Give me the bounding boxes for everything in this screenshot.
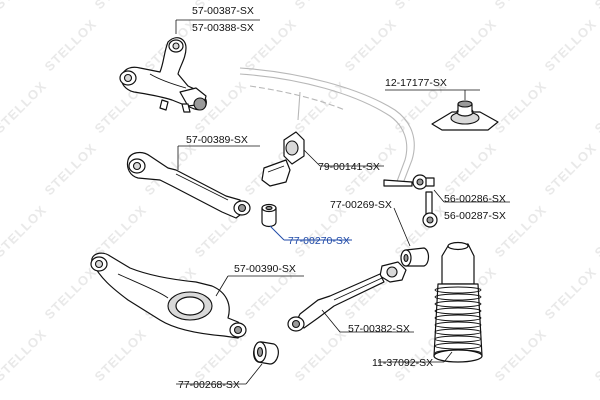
- lateral-link: [126, 151, 251, 219]
- toe-link: [287, 261, 407, 332]
- stabilizer-bar-ghost: [239, 67, 415, 187]
- label-57-00389-SX: 57-00389-SX: [186, 134, 248, 146]
- lower-control-arm: [90, 252, 247, 339]
- watermark-text: STELLOX: [292, 0, 350, 12]
- dust-boot-rib: [434, 307, 482, 315]
- label-12-17177-SX: 12-17177-SX: [385, 77, 447, 89]
- upper-control-arm: [119, 37, 207, 113]
- watermark-text: STELLOX: [492, 78, 550, 136]
- label-79-00141-SX: 79-00141-SX: [318, 161, 380, 173]
- watermark-text: STELLOX: [592, 326, 600, 384]
- watermark-text: STELLOX: [292, 326, 350, 384]
- arm-bushing: [253, 341, 279, 365]
- watermark-text: STELLOX: [492, 326, 550, 384]
- label-77-00268-SX: 77-00268-SX: [178, 379, 240, 391]
- watermark-text: STELLOX: [42, 140, 100, 198]
- watermark-text: STELLOX: [542, 140, 600, 198]
- bushing-77-00270: [261, 203, 277, 228]
- dust-boot-rib: [434, 335, 482, 343]
- watermark-text: STELLOX: [442, 140, 500, 198]
- watermark-text: STELLOX: [0, 202, 49, 260]
- dust-boot-rib: [434, 314, 482, 322]
- label-77-00270-SX: 77-00270-SX: [288, 235, 350, 247]
- watermark-text: STELLOX: [92, 0, 150, 12]
- dust-boot: [433, 241, 483, 363]
- watermark-text: STELLOX: [392, 0, 450, 12]
- label-56-00287-SX: 56-00287-SX: [444, 210, 506, 222]
- dust-boot-rib: [434, 328, 482, 336]
- link-bushing: [400, 247, 430, 267]
- watermark-text: STELLOX: [542, 264, 600, 322]
- watermark-text: STELLOX: [42, 16, 100, 74]
- dust-boot-rib: [434, 342, 482, 350]
- watermark-text: STELLOX: [592, 0, 600, 12]
- watermark-text: STELLOX: [0, 78, 49, 136]
- watermark-text: STELLOX: [0, 0, 49, 12]
- dust-boot-rib: [434, 286, 482, 294]
- watermark-text: STELLOX: [42, 264, 100, 322]
- watermark-text: STELLOX: [492, 0, 550, 12]
- label-57-00388-SX: 57-00388-SX: [192, 22, 254, 34]
- stabilizer-link: [383, 174, 438, 228]
- watermark-text: STELLOX: [542, 16, 600, 74]
- watermark-text: STELLOX: [92, 202, 150, 260]
- label-77-00269-SX: 77-00269-SX: [330, 199, 392, 211]
- strut-mount: [431, 100, 499, 131]
- watermark-text: STELLOX: [0, 326, 49, 384]
- watermark-text: STELLOX: [442, 16, 500, 74]
- dust-boot-rib: [434, 300, 482, 308]
- stabilizer-bushing: [261, 131, 305, 187]
- dust-boot-rib: [434, 321, 482, 329]
- watermark-text: STELLOX: [592, 78, 600, 136]
- label-57-00390-SX: 57-00390-SX: [234, 263, 296, 275]
- watermark-text: STELLOX: [92, 326, 150, 384]
- watermark-text: STELLOX: [342, 16, 400, 74]
- watermark-text: STELLOX: [592, 202, 600, 260]
- label-57-00387-SX: 57-00387-SX: [192, 5, 254, 17]
- label-11-37092-SX: 11-37092-SX: [372, 357, 433, 369]
- dust-boot-rib: [434, 293, 482, 301]
- label-57-00382-SX: 57-00382-SX: [348, 323, 410, 335]
- label-56-00286-SX: 56-00286-SX: [444, 193, 506, 205]
